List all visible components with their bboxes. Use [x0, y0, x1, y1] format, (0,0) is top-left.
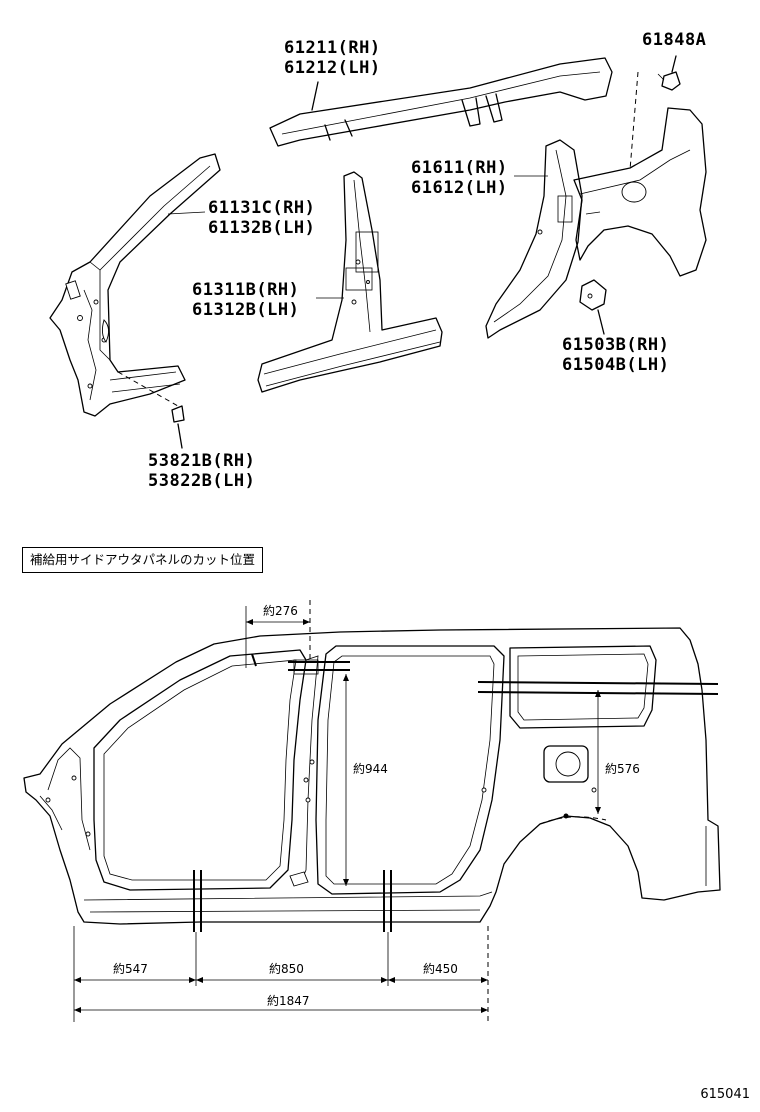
- front-length-dimension: 約547: [112, 962, 149, 976]
- rear-quarter-panel: [573, 107, 707, 277]
- rear-height-dimension: 約576: [604, 762, 641, 776]
- roof-rail-part-number-rh: 61211(RH): [284, 38, 381, 58]
- cut-position-note: 補給用サイドアウタパネルのカット位置: [22, 547, 264, 573]
- body-side-view: [23, 627, 721, 932]
- center-pillar-part: [257, 171, 443, 393]
- rear-pillar-part-number-lh: 61612(LH): [411, 178, 508, 198]
- total-length-dimension: 約1847: [266, 994, 311, 1008]
- quarter-inner-part-number-lh: 61504B(LH): [562, 355, 670, 375]
- bracket-part: [117, 371, 185, 449]
- rear-length-dimension: 約450: [422, 962, 459, 976]
- roof-cut-dimension: 約276: [262, 604, 299, 618]
- bracket-part-number-lh: 53822B(LH): [148, 471, 256, 491]
- clip-part-number: 61848A: [642, 30, 707, 50]
- roof-rail-part: [269, 57, 613, 147]
- clip-part: [657, 55, 681, 91]
- front-pillar-part-number-lh: 61132B(LH): [208, 218, 316, 238]
- rear-pillar-part: [485, 139, 583, 339]
- figure-id: 615041: [700, 1087, 750, 1102]
- center-pillar-part-number-rh: 61311B(RH): [192, 280, 300, 300]
- rear-pillar-part-number-rh: 61611(RH): [411, 158, 508, 178]
- bracket-part-number-rh: 53821B(RH): [148, 451, 256, 471]
- center-height-dimension: 約944: [352, 762, 389, 776]
- middle-length-dimension: 約850: [268, 962, 305, 976]
- front-pillar-part: [49, 153, 221, 417]
- dimension-lines: [73, 600, 607, 1022]
- front-pillar-part-number-rh: 61131C(RH): [208, 198, 316, 218]
- roof-rail-part-number-lh: 61212(LH): [284, 58, 381, 78]
- center-pillar-part-number-lh: 61312B(LH): [192, 300, 300, 320]
- quarter-inner-part-number-rh: 61503B(RH): [562, 335, 670, 355]
- quarter-inner-part: [579, 279, 607, 335]
